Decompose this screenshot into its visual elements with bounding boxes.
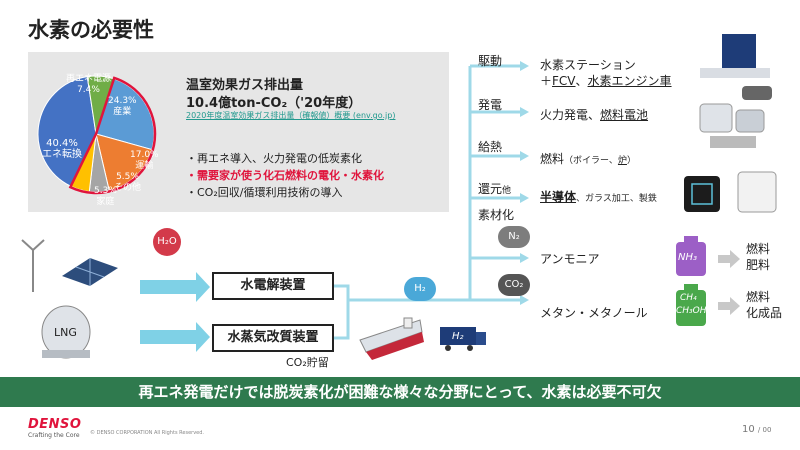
pie-value-transport: 17.0% [130,150,159,160]
page-number: 10 / 00 [742,424,771,435]
usage-heat: 燃料（ボイラー、炉） [540,150,636,167]
pie-name-other: その他 [114,183,142,193]
usage-drive-line2: ＋FCV、水素エンジン車 [540,72,672,89]
pie-name-energy: エネ転換 [42,149,82,160]
h2-molecule: H₂ [404,277,436,301]
co2-molecule: CO₂ [498,274,530,296]
conclusion-banner: 再エネ発電だけでは脱炭素化が困難な様々な分野にとって、水素は必要不可欠 [0,377,800,407]
boiler-icon [737,171,777,213]
category-power: 発電 [478,98,503,112]
solar-panel-icon [62,258,118,286]
pie-name-renewable: 再エネ電源 [66,74,112,84]
pie-label-transport: 17.0% 運輸 [130,150,159,172]
category-drive: 駆動 [478,54,503,68]
pie-demand-highlight [68,76,157,195]
pie-value-industry: 24.3% [108,96,137,106]
pie-name-household: 家庭 [96,197,115,207]
pie-label-other: 5.5% その他 [114,172,141,194]
nh3-label: NH₃ [678,252,698,263]
pie-label-renewable: 再エネ電源 7.4% [66,74,111,96]
electrolysis-box: 水電解装置 [212,272,334,300]
usage-h2-engine: 水素エンジン車 [587,74,672,88]
reforming-box: 水蒸気改質装置 [212,324,334,352]
hydrogen-station-icon [700,34,772,100]
usage-drive-sep: 、 [575,74,588,88]
chip-icon [684,176,720,212]
usage-drive-line1: 水素ステーション [540,58,636,72]
bullet-electrification: ・需要家が使う化石燃料の電化・水素化 [186,169,384,182]
usage-heat-close: ） [626,156,636,166]
usage-heat-main: 燃料 [540,152,565,166]
h2o-molecule: H₂O [153,228,181,256]
usage-methanol: メタン・メタノール [540,306,648,320]
usage-drive-plus: ＋ [540,74,553,88]
emissions-source-link[interactable]: 2020年度温室効果ガス排出量（確報値）概要 (env.go.jp) [186,111,396,120]
lng-label: LNG [54,326,77,339]
nh3-tank-icon [676,236,706,276]
ch4-tank-icon [676,284,706,326]
usage-heat-open: （ボイラー、 [564,156,618,166]
pie-name-industry: 産業 [113,107,132,117]
ch3oh-label: CH₃OH [676,306,707,316]
emissions-pie-chart: 24.3% 産業 17.0% 運輸 5.5% その他 5.3% 家庭 40.4%… [34,60,159,207]
page-title: 水素の必要性 [28,18,154,42]
logo-tagline: Crafting the Core [28,432,80,439]
pie-label-household: 5.3% 家庭 [94,186,117,208]
lng-tank-icon [41,305,91,359]
category-reduction: 還元他 [478,180,511,197]
usage-fuel-cell: 燃料電池 [600,108,649,122]
pie-slice-energy [37,76,97,187]
pie-value-renewable: 7.4% [77,85,100,95]
category-material: 素材化 [478,208,515,222]
flow-reforming-out [332,300,350,340]
usage-reduction-rest: 、ガラス加工、製鉄 [576,194,657,204]
page-current: 10 [742,424,755,435]
arrow-renewable-input [140,272,210,302]
nh3-out-fuel: 燃料 [746,242,771,256]
emissions-title: 温室効果ガス排出量 [186,78,304,93]
flow-electrolysis-out [332,284,470,302]
usage-fcv: FCV [552,74,576,88]
n2-molecule: N₂ [498,226,530,248]
denso-logo: DENSO [28,417,82,432]
truck-icon [440,327,486,351]
arrow-lng-input [140,322,210,352]
usage-reduction: 半導体、ガラス加工、製鉄 [540,188,657,205]
pie-value-other: 5.5% [116,172,139,182]
pie-value-household: 5.3% [94,186,117,196]
bullet-co2-capture: ・CO₂回収/循環利用技術の導入 [186,186,343,199]
usage-ammonia: アンモニア [540,252,600,266]
ch4-label: CH₄ [680,293,697,303]
pie-label-energy: 40.4% エネ転換 [42,138,82,160]
category-heat: 給熱 [478,140,503,154]
wind-turbine-icon [21,239,45,292]
page-total: / 00 [757,426,772,434]
truck-h2-label: H₂ [452,331,464,342]
category-reduction-suffix: 他 [502,186,512,196]
ch-out-fuel: 燃料 [746,290,771,304]
pie-name-transport: 運輸 [135,161,154,171]
category-reduction-main: 還元 [478,182,503,196]
pie-svg [37,75,157,195]
copyright-text: © DENSO CORPORATION All Rights Reserved. [90,430,204,436]
usage-power-prefix: 火力発電、 [540,108,601,122]
ship-icon [359,317,424,360]
pie-value-energy: 40.4% [46,138,78,149]
fuel-cell-plant-icon [699,103,765,148]
flow-arrowheads [520,61,529,305]
usage-power: 火力発電、燃料電池 [540,106,648,123]
ch-out-chemicals: 化成品 [746,306,783,320]
bullet-renewable: ・再エネ導入、火力発電の低炭素化 [186,152,362,165]
co2-storage-label: CO₂貯留 [286,356,329,369]
flow-lines [332,64,520,340]
pie-label-industry: 24.3% 産業 [108,96,137,118]
emissions-value: 10.4億ton-CO₂（'20年度） [186,96,362,111]
usage-semiconductor: 半導体 [540,190,577,204]
usage-furnace: 炉 [617,156,627,166]
product-arrows [718,250,740,315]
nh3-out-fertilizer: 肥料 [746,258,771,272]
